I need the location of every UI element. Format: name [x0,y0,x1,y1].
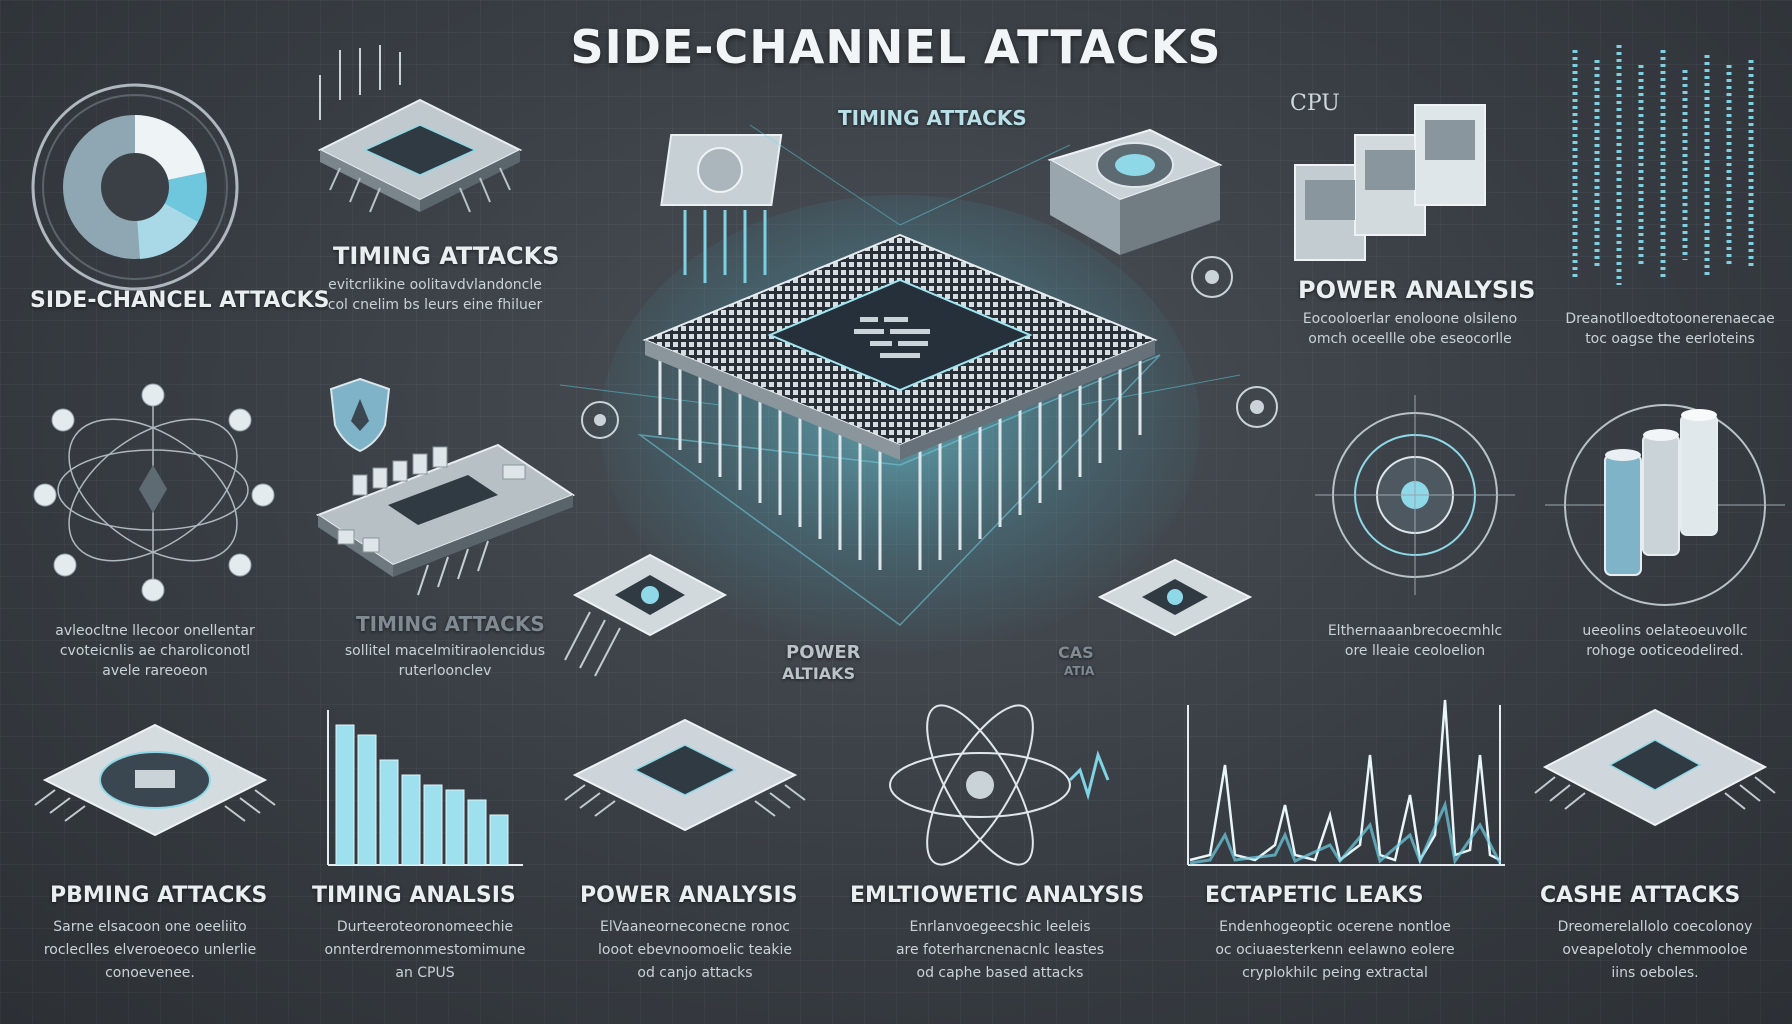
network-blurb-1: avleocltne llecoor onellentar [55,623,255,639]
fan-icon [581,401,619,439]
network-blurb-2: cvoteicnlis ae charoliconotl [59,643,251,659]
center-cache-label-1: CAS [1058,643,1094,662]
power-blurb-2: omch oceellle obe eseocorlle [1308,331,1512,347]
bottom-2-blurb-3: an CPUS [395,965,455,981]
bottom-label-3: POWER ANALYSIS [580,883,798,908]
fan-icon-right [1191,256,1233,298]
bottom-label-6: CASHE ATTACKS [1540,883,1741,908]
bottom-2-blurb-2: onnterdremonmestomimune [324,942,526,958]
bottom-5-blurb-2: oc ociuaesterkenn eelawno eolere [1215,942,1455,958]
bottom-3-blurb-3: od canjo attacks [637,965,753,981]
timing-blurb-2: col cnelim bs leurs eine fhiluer [327,297,543,313]
bottom-2-blurb-1: Durteeroteoronomeechie [336,919,514,935]
main-processor-icon [559,124,1241,655]
bottom-label-4: EMLTIOWETIC ANALYSIS [850,883,1145,908]
storage-stack-icon [1545,404,1785,606]
bottom-chip-3-icon [564,718,806,832]
server-stack-icon: CPU [1290,91,1486,261]
center-power-label-2: ALTIAKS [782,664,856,683]
board-blurb-1: sollitel macelmitiraolencidus [344,643,546,659]
bottom-5-blurb-1: Endenhogeoptic ocerene nontloe [1219,919,1451,935]
faint-timing-label: TIMING ATTACKS [356,612,545,636]
center-power-label-1: POWER [786,642,861,663]
col5-blurb-2: toc oagse the eerloteins [1585,331,1755,347]
page-title: SIDE-CHANNEL ATTACKS [570,20,1222,74]
bottom-label-2: TIMING ANALSIS [312,883,516,908]
server-icon [1047,128,1223,255]
bottom-5-blurb-3: cryplokhilc peing extractal [1242,965,1428,981]
storage-blurb-1: ueeolins oelateoeuvollc [1582,623,1748,639]
signal-wave-icon [1572,45,1754,285]
radar-blurb-2: ore lleaie ceoloelion [1344,643,1486,659]
bottom-4-blurb-3: od caphe based attacks [916,965,1084,981]
bottom-3-blurb-2: looot ebevnoomoelic teakie [598,942,792,958]
small-chip-right-icon [1097,558,1253,637]
pie-chart-icon [31,83,239,291]
bottom-label-5: ECTAPETIC LEAKS [1205,883,1424,908]
timing-attacks-label: TIMING ATTACKS [333,242,560,270]
power-blurb-1: Eocooloerlar enoloone olsileno [1302,311,1518,327]
bottom-4-blurb-2: are foterharcnenacnlc leastes [895,942,1105,958]
bottom-6-blurb-2: oveapelotoly chemmooloe [1562,942,1748,958]
board-blurb-2: ruterloonclev [398,663,492,679]
bottom-3-blurb-1: ElVaaneorneconecne ronoc [600,919,790,935]
col5-blurb-1: Dreanotlloedtotoonerenaecae [1565,311,1775,327]
bottom-label-1: PBMING ATTACKS [50,883,268,908]
center-timing-label: TIMING ATTACKS [838,106,1027,130]
storage-blurb-2: rohoge ooticeodelired. [1586,643,1744,659]
network-graph-icon [33,383,275,602]
bottom-chip-1-icon [34,723,276,837]
bottom-4-blurb-1: Enrlanvoegeecshic leeleis [909,919,1091,935]
small-chip-left-icon [564,553,728,677]
side-channel-label: SIDE-CHANCEL ATTACKS [30,288,330,313]
cpu-chip-icon [317,45,523,213]
radar-icon [1315,395,1515,595]
bottom-1-blurb-3: conoevenee. [105,965,195,981]
atom-icon [889,704,1110,866]
fan-icon-mid-right [1236,386,1278,428]
power-analysis-label: POWER ANALYSIS [1298,276,1536,304]
bottom-1-blurb-1: Sarne elsacoon one oeeliito [53,919,247,935]
bottom-6-blurb-3: iins oeboles. [1611,965,1699,981]
svg-text:CPU: CPU [1290,91,1340,116]
shield-icon [329,377,391,453]
bottom-chip-6-icon [1534,708,1776,827]
bottom-1-blurb-2: rocleclles elveroeoeco unlerlie [43,942,257,958]
spike-chart-icon [1187,699,1505,866]
bottom-6-blurb-1: Dreomerelallolo coecolonoy [1557,919,1753,935]
circuit-board-icon [315,443,576,596]
network-blurb-3: avele rareoeon [102,663,208,679]
bar-chart-icon [327,710,523,866]
timing-blurb-1: evitcrlikine oolitavdvlandoncle [328,277,542,293]
radar-blurb-1: Elthernaaanbrecoecmhlc [1327,623,1503,639]
center-cache-label-2: ATIA [1064,664,1095,678]
